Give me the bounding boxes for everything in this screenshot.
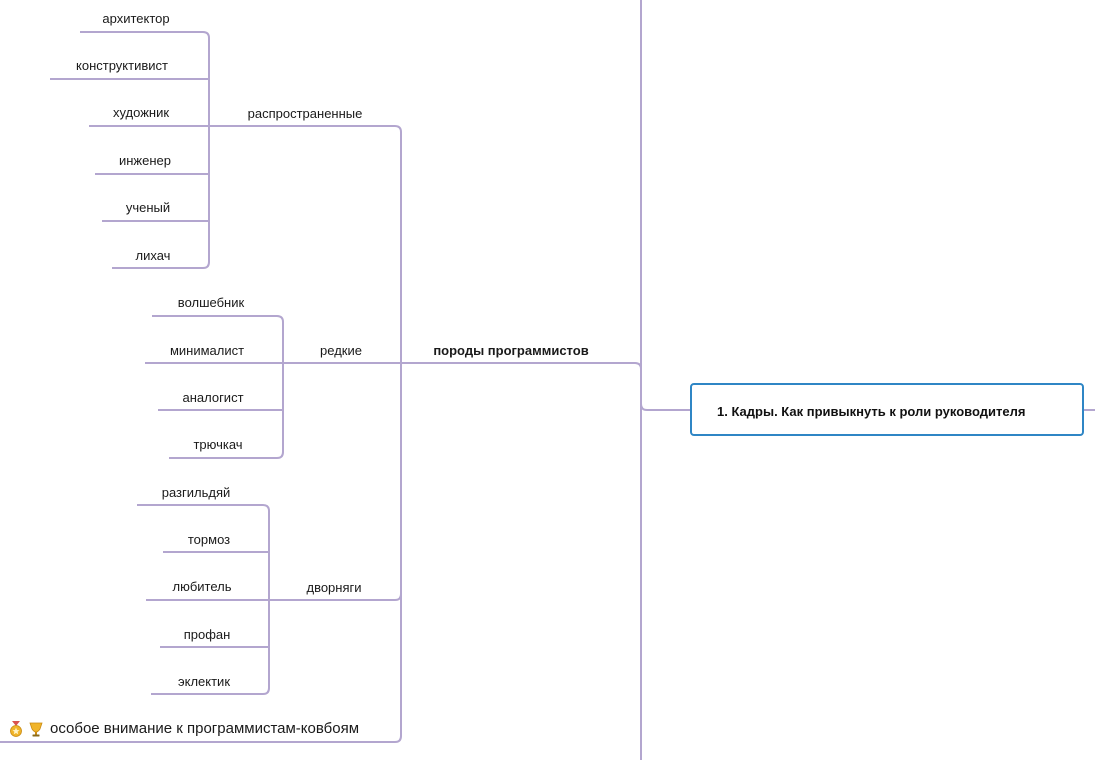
leaf-slacker[interactable]: разгильдяй xyxy=(161,485,231,500)
leaf-daredevil[interactable]: лихач xyxy=(135,248,171,263)
branch-bracket xyxy=(0,125,402,743)
branch-mongrel[interactable]: дворняги xyxy=(306,580,362,595)
leaf-artist[interactable]: художник xyxy=(112,105,170,120)
branch-rare[interactable]: редкие xyxy=(320,343,362,358)
leaf-analogist[interactable]: аналогист xyxy=(182,390,244,405)
leaf-minimalist[interactable]: минималист xyxy=(169,343,245,358)
root-topic-label: 1. Кадры. Как привыкнуть к роли руководи… xyxy=(717,404,1026,419)
note-cowboys[interactable]: особое внимание к программистам-ковбоям xyxy=(50,720,360,737)
leaf-constructivist[interactable]: конструктивист xyxy=(76,58,168,73)
leaf-trickster[interactable]: трючкач xyxy=(193,437,243,452)
leaf-architect[interactable]: архитектор xyxy=(102,11,170,26)
star-medal-icon xyxy=(10,721,22,737)
root-connector xyxy=(640,403,690,411)
branch-common[interactable]: распространенные xyxy=(247,106,363,121)
trophy-icon xyxy=(29,722,43,737)
leaf-amateur[interactable]: любитель xyxy=(172,579,232,594)
main-topic[interactable]: породы программистов xyxy=(433,343,589,358)
leaf-scientist[interactable]: ученый xyxy=(125,200,171,215)
leaf-wizard[interactable]: волшебник xyxy=(177,295,245,310)
bracket-common xyxy=(202,31,210,269)
root-topic[interactable]: 1. Кадры. Как привыкнуть к роли руководи… xyxy=(690,383,1084,436)
branch-underline-mongrel xyxy=(269,593,402,601)
bracket-rare xyxy=(276,315,284,459)
leaf-slowpoke[interactable]: тормоз xyxy=(187,532,231,547)
main-topic-underline xyxy=(401,362,642,370)
leaf-engineer[interactable]: инженер xyxy=(118,153,172,168)
leaf-eclectic[interactable]: эклектик xyxy=(177,674,231,689)
leaf-profane[interactable]: профан xyxy=(183,627,231,642)
